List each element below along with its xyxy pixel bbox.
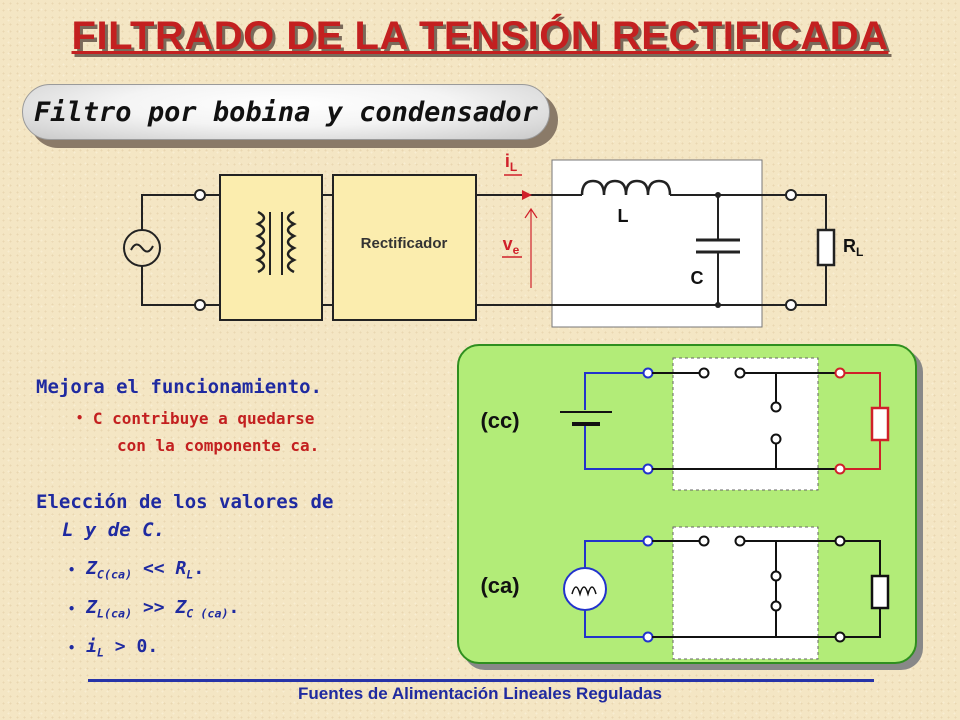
rectifier-box (332, 174, 477, 321)
improve-text: Mejora el funcionamiento. (36, 376, 322, 398)
choice-text-cont: L y de C. (62, 519, 165, 541)
footer-divider (88, 679, 874, 682)
filter-box (551, 159, 763, 328)
svg-text:ve: ve (503, 234, 520, 257)
page-title: FILTRADO DE LA TENSIÓN RECTIFICADA (71, 14, 889, 58)
equivalent-circuits-panel (457, 344, 917, 664)
svg-text:C: C (691, 268, 704, 288)
improve-bullet: • C contribuye a quedarse (76, 409, 315, 428)
condition-zc: • ZC(ca) << RL. (68, 558, 205, 582)
svg-text:iL: iL (505, 151, 517, 174)
condition-zl: • ZL(ca) >> ZC (ca). (68, 597, 240, 621)
inductor-symbol (580, 179, 672, 196)
voltage-arrow (524, 207, 538, 219)
current-arrow (522, 190, 532, 200)
svg-text:RL: RL (843, 236, 863, 259)
subtitle-pill: Filtro por bobina y condensador (22, 84, 550, 140)
svg-text:L: L (618, 206, 629, 226)
load-resistor (816, 228, 836, 267)
condition-il: • iL > 0. (68, 636, 159, 660)
circuit-diagram: Rectificador iL L C ve RL (123, 151, 863, 328)
footer-text: Fuentes de Alimentación Lineales Regulad… (297, 684, 663, 703)
improve-bullet-cont: con la componente ca. (117, 436, 320, 455)
choice-text: Elección de los valores de (36, 491, 334, 513)
rectifier-label: Rectificador (361, 235, 448, 252)
